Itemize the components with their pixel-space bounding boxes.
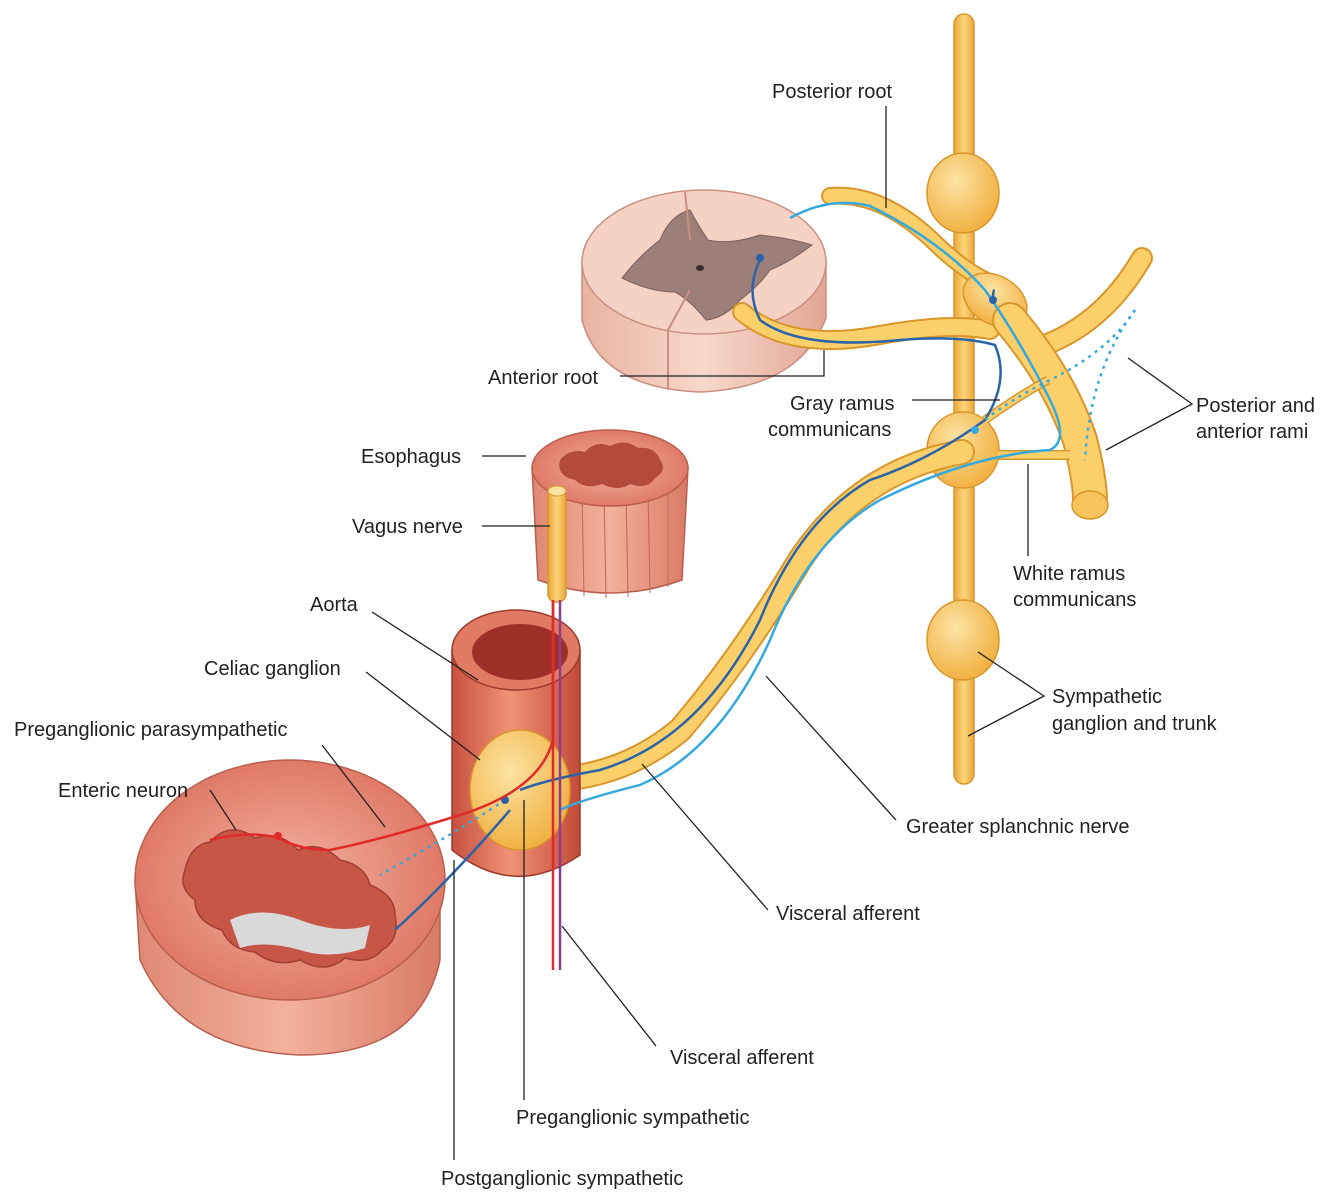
preganglionic-sympathetic-fiber [519, 259, 1002, 792]
label-gray-ramus-2: communicans [768, 419, 891, 441]
label-visceral-afferent-lower: Visceral afferent [670, 1047, 814, 1069]
label-posterior-anterior-rami-2: anterior rami [1196, 421, 1308, 443]
sympathetic-trunk [926, 13, 1000, 785]
label-vagus-nerve: Vagus nerve [352, 516, 463, 538]
esophagus [531, 429, 689, 603]
label-sympathetic-ganglion-2: ganglion and trunk [1052, 713, 1218, 735]
label-visceral-afferent-upper: Visceral afferent [776, 903, 920, 925]
leader-lines [209, 106, 1194, 1160]
spinal-nerve [732, 186, 1153, 520]
spinal-cord [581, 189, 827, 393]
visceral-afferent-fiber [559, 201, 1062, 812]
label-celiac-ganglion: Celiac ganglion [204, 658, 341, 680]
gray-matter [621, 209, 814, 321]
label-sympathetic-ganglion-1: Sympathetic [1052, 686, 1162, 708]
neural-pathways [209, 201, 1137, 970]
label-preganglionic-sympathetic: Preganglionic sympathetic [516, 1107, 749, 1129]
label-enteric-neuron: Enteric neuron [58, 780, 188, 802]
label-postganglionic-sympathetic: Postganglionic sympathetic [441, 1168, 683, 1190]
label-aorta: Aorta [310, 594, 359, 616]
label-esophagus: Esophagus [361, 446, 461, 468]
label-greater-splanchnic: Greater splanchnic nerve [906, 816, 1129, 838]
intestine [134, 759, 446, 1056]
label-white-ramus-1: White ramus [1013, 563, 1125, 585]
label-posterior-anterior-rami-1: Posterior and [1196, 395, 1315, 417]
parasympathetic-fiber [209, 600, 555, 852]
label-preganglionic-parasympathetic: Preganglionic parasympathetic [14, 719, 288, 741]
label-anterior-root: Anterior root [488, 367, 598, 389]
label-white-ramus-2: communicans [1013, 589, 1136, 611]
label-gray-ramus-1: Gray ramus [790, 393, 894, 415]
label-posterior-root: Posterior root [772, 81, 892, 103]
labels: Posterior root Anterior root Gray ramus … [14, 81, 1315, 1190]
